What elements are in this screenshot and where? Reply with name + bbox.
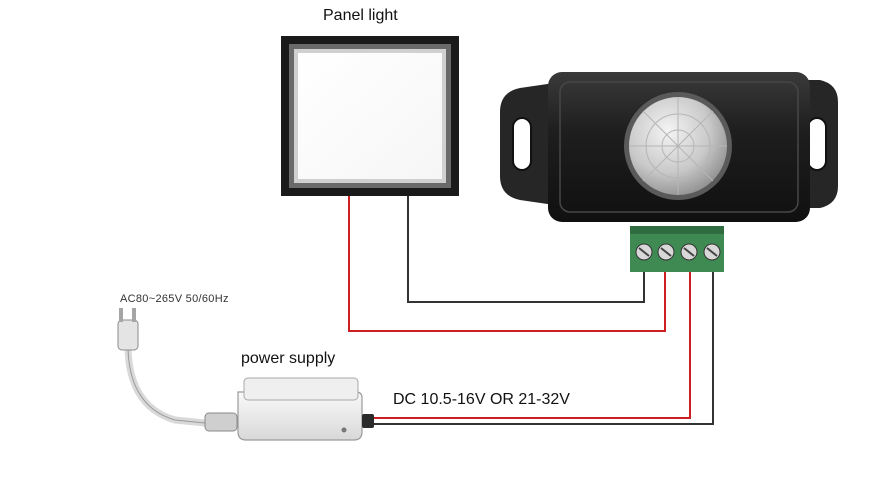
terminal-block-icon [630,226,724,272]
ac-input-label: AC80~265V 50/60Hz [120,293,229,305]
wire-supply-positive [372,268,691,419]
wires [124,196,714,427]
dc-output-label: DC 10.5-16V OR 21-32V [393,391,570,408]
panel-light-label: Panel light [323,7,398,24]
wire-panel-negative [407,196,645,303]
power-supply-icon [204,377,374,441]
panel-light-icon [281,36,459,196]
pir-sensor-icon [500,72,838,272]
wire-supply-negative [372,268,714,425]
ac-cord [124,341,209,427]
power-supply-label: power supply [241,350,336,367]
ac-plug-icon [117,308,139,351]
wire-panel-positive [348,196,666,332]
